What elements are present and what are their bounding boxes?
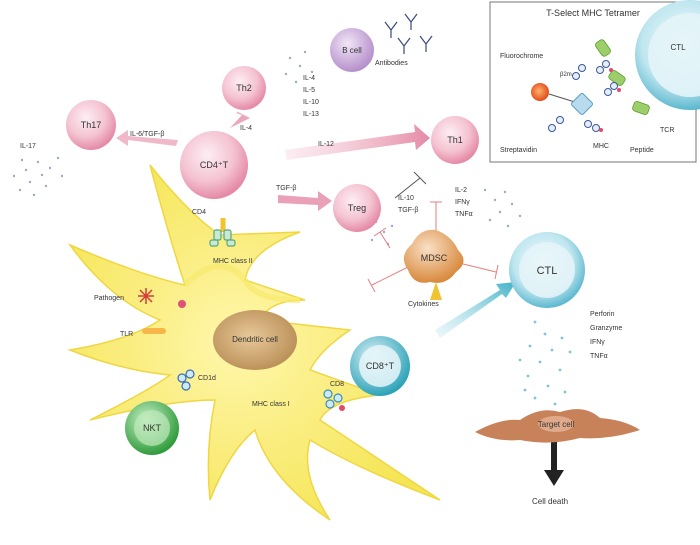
treg-label: Treg — [348, 203, 366, 213]
il12-label: IL-12 — [318, 141, 334, 148]
ctl-effector-dots — [518, 320, 572, 406]
nkt-label: NKT — [143, 423, 162, 433]
th1-label: Th1 — [447, 135, 463, 145]
inset-tcr-label: TCR — [660, 127, 674, 134]
ctl-effector-label: Perforin — [590, 311, 615, 318]
mhc1-receptor — [323, 389, 345, 411]
th2-arrow — [230, 112, 250, 128]
tgfb-arrow — [278, 191, 332, 211]
ctl-label: CTL — [537, 265, 558, 277]
antibodies-label: Antibodies — [375, 60, 408, 67]
ctl-effector-label: IFNγ — [590, 339, 605, 346]
inset-streptavidin-label: Streptavidin — [500, 147, 537, 154]
ctl-effector-label: Granzyme — [590, 325, 622, 332]
th1-cytokine-label: TNFα — [455, 211, 473, 218]
th2-cell — [222, 66, 266, 110]
tlr-label: TLR — [120, 331, 133, 338]
treg-cytokine-label: IL-10 — [398, 195, 414, 202]
ctl-effector-label: TNFα — [590, 353, 608, 360]
mdsc-treg-inhibit — [379, 231, 391, 249]
cd4-receptor — [209, 229, 236, 247]
tgfb-label: TGF-β — [276, 185, 296, 192]
target-label: Target cell — [538, 420, 575, 429]
cd1d-receptor — [177, 369, 195, 391]
th1-cytokine-label: IL-2 — [455, 187, 467, 194]
inset-mhc-label: MHC — [593, 143, 609, 150]
tlr-icon — [142, 300, 186, 334]
ctl-arrow — [435, 282, 516, 338]
inset-title: T-Select MHC Tetramer — [546, 8, 640, 18]
mdsc-dc-inhibit — [371, 265, 411, 286]
inset-mhc-icons — [548, 60, 618, 132]
bcell-label: B cell — [342, 46, 362, 55]
cd4-receptor-label: CD4 — [192, 209, 206, 216]
th2-cytokine-label: IL-13 — [303, 111, 319, 118]
mdsc-label: MDSC — [421, 253, 448, 263]
th17-arrow — [116, 130, 178, 146]
mdsc-cell — [403, 229, 464, 283]
cytokine-dots — [12, 50, 522, 246]
treg-th1-inhibit — [394, 177, 421, 199]
treg-cell — [333, 184, 381, 232]
cd8-receptor-label: CD8 — [330, 381, 344, 388]
mhc1-label: MHC class I — [252, 401, 290, 408]
il12-arrow — [285, 124, 430, 160]
th1-cytokine-label: IFNγ — [455, 199, 470, 206]
antibody-icons — [384, 13, 433, 54]
th2-cytokine-label: IL-4 — [303, 75, 315, 82]
inset-peptide-label: Peptide — [630, 147, 654, 154]
cd4-t-cell — [180, 131, 248, 199]
target-cell — [475, 409, 640, 443]
streptavidin-icon — [571, 93, 593, 115]
inset-ctl-label: CTL — [670, 43, 686, 52]
mhc2-label: MHC class II — [213, 258, 253, 265]
inset-fluorochrome-label: Fluorochrome — [500, 53, 543, 60]
cd4-label: CD4⁺T — [200, 160, 229, 170]
bcell — [330, 28, 374, 72]
pathogen-icon — [138, 288, 154, 304]
cell-death-label: Cell death — [532, 497, 568, 506]
dendritic-nucleus — [213, 310, 297, 370]
th1-cell — [431, 116, 479, 164]
th2-cytokine-label: IL-10 — [303, 99, 319, 106]
th17-factors-label: IL-6/TGF-β — [130, 131, 164, 138]
fluorochrome-icon — [531, 83, 549, 101]
cd8-label: CD8⁺T — [366, 361, 395, 371]
cd1d-label: CD1d — [198, 375, 216, 382]
mdsc-inducers-label: Cytokines — [408, 301, 439, 308]
th17-label: Th17 — [81, 120, 102, 130]
th2-label: Th2 — [236, 83, 252, 93]
cytokine-mdsc-arrow — [430, 282, 442, 300]
inset-tcr-icons — [595, 39, 650, 115]
inset-b2m-label: β2m — [560, 72, 572, 78]
th2-cytokine-label: IL-5 — [303, 87, 315, 94]
dendritic-cell-label: Dendritic cell — [232, 335, 278, 344]
tetramer-inset: T-Select MHC Tetramer CTL Fluorochrome S… — [489, 0, 700, 163]
th17-cell — [66, 100, 116, 150]
il17-label: IL-17 — [20, 143, 36, 150]
pathogen-label: Pathogen — [94, 295, 124, 302]
inset-peptide-icons — [599, 68, 621, 132]
death-arrow — [544, 440, 564, 486]
treg-cytokine-label: TGF-β — [398, 207, 418, 214]
il4-label: IL-4 — [240, 125, 252, 132]
